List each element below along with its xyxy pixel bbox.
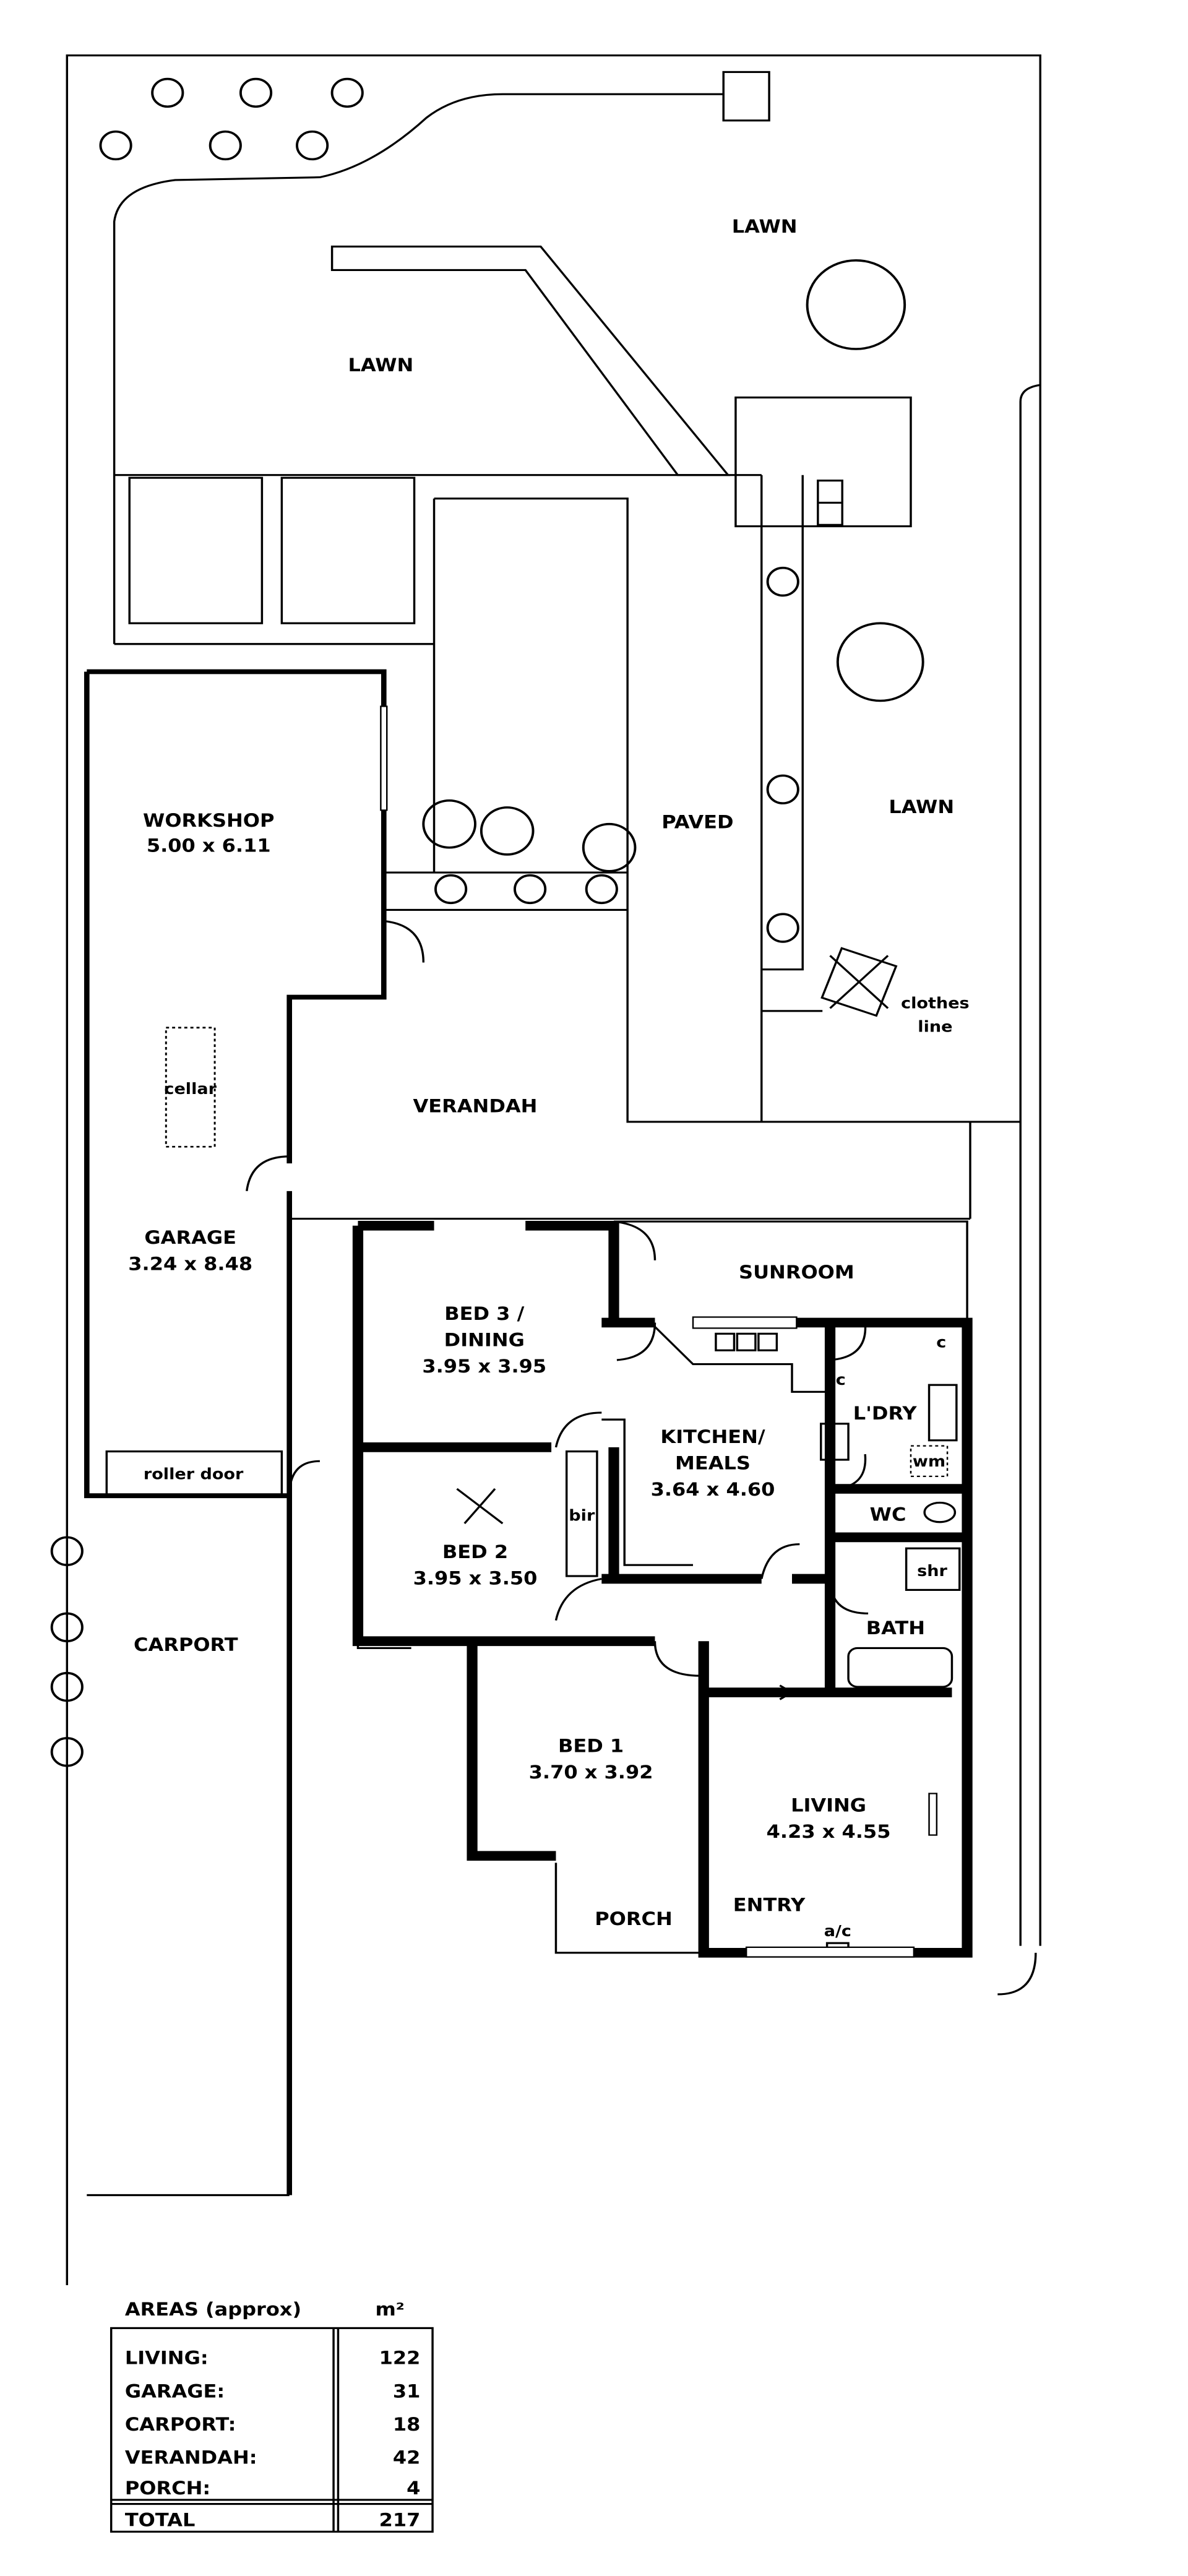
tree-icon xyxy=(766,774,799,804)
label-porch: PORCH xyxy=(595,1909,673,1929)
area-row-label: CARPORT: xyxy=(125,2414,236,2435)
ceiling-fan-icon xyxy=(456,1488,504,1525)
tree-icon xyxy=(239,77,273,108)
area-row-label: LIVING: xyxy=(125,2348,209,2369)
tree-icon xyxy=(296,130,329,161)
label-garage-dims: 3.24 x 8.48 xyxy=(128,1254,252,1275)
tree-icons xyxy=(50,77,924,1767)
house xyxy=(288,1220,1037,1996)
label-verandah: VERANDAH xyxy=(413,1096,538,1117)
areas-title: AREAS (approx) xyxy=(125,2300,301,2320)
tree-icon xyxy=(330,77,364,108)
tree-icon xyxy=(585,874,618,905)
label-workshop-dims: 5.00 x 6.11 xyxy=(147,836,271,856)
label-lawn: LAWN xyxy=(732,217,798,237)
tree-icon xyxy=(836,622,924,702)
garden-bed xyxy=(280,476,416,624)
tree-icon xyxy=(99,130,132,161)
label-bir: bir xyxy=(569,1507,595,1525)
label-bed3: DINING xyxy=(444,1330,525,1351)
garden-bed xyxy=(128,476,264,624)
label-lawn: LAWN xyxy=(348,355,413,376)
label-kitchen-dims: 3.64 x 4.60 xyxy=(651,1480,775,1501)
label-washing-machine: wm xyxy=(913,1453,945,1471)
area-row-label: GARAGE: xyxy=(125,2382,225,2402)
tree-icon xyxy=(50,1612,84,1643)
tree-icon xyxy=(209,130,242,161)
toilet-icon xyxy=(923,1501,957,1523)
tree-icon xyxy=(806,259,906,350)
area-row-value: 4 xyxy=(407,2478,420,2499)
label-bath: BATH xyxy=(866,1618,925,1639)
garden-path xyxy=(330,245,731,476)
label-aircon: a/c xyxy=(824,1923,851,1941)
label-bed2: BED 2 xyxy=(442,1542,508,1562)
area-row-value: 42 xyxy=(393,2448,421,2468)
garden-shed xyxy=(722,71,770,122)
label-workshop: WORKSHOP xyxy=(143,811,274,832)
label-wc: WC xyxy=(870,1505,906,1525)
label-lawn: LAWN xyxy=(889,797,954,817)
label-bed1: BED 1 xyxy=(558,1736,624,1757)
label-living: LIVING xyxy=(791,1796,866,1816)
area-row-label: VERANDAH: xyxy=(125,2448,257,2468)
areas-unit: m² xyxy=(375,2300,404,2320)
area-total-value: 217 xyxy=(379,2510,421,2531)
label-kitchen: KITCHEN/ xyxy=(660,1427,765,1447)
room-labels: LAWN LAWN LAWN PAVED WORKSHOP 5.00 x 6.1… xyxy=(128,217,969,1940)
area-row-label: PORCH: xyxy=(125,2478,210,2499)
areas-table: AREAS (approx) m² LIVING: 122 GARAGE: 31… xyxy=(110,2300,434,2533)
paved-pad xyxy=(734,396,912,528)
label-paved: PAVED xyxy=(661,812,733,833)
area-row-value: 18 xyxy=(393,2414,421,2435)
tree-icon xyxy=(50,1737,84,1767)
roller-door xyxy=(105,1450,283,1497)
label-kitchen: MEALS xyxy=(675,1454,751,1474)
cellar-outline xyxy=(165,1027,216,1148)
label-garage: GARAGE xyxy=(144,1228,236,1248)
bathtub-icon xyxy=(847,1647,953,1688)
label-laundry: L'DRY xyxy=(853,1403,918,1424)
label-bed3: BED 3 / xyxy=(444,1304,525,1324)
site-boundary xyxy=(66,54,1041,2285)
tree-icon xyxy=(514,874,547,905)
tree-icon xyxy=(50,1536,84,1566)
label-cupboard: c xyxy=(936,1334,946,1352)
label-bed1-dims: 3.70 x 3.92 xyxy=(529,1762,653,1783)
label-carport: CARPORT xyxy=(134,1635,238,1655)
label-living-dims: 4.23 x 4.55 xyxy=(767,1822,891,1842)
tree-icon xyxy=(480,806,535,856)
tree-icon xyxy=(50,1671,84,1702)
tree-icon xyxy=(434,874,468,905)
label-bed3-dims: 3.95 x 3.95 xyxy=(422,1356,546,1377)
tree-icon xyxy=(422,799,476,849)
workshop-garage xyxy=(84,669,425,2197)
built-in-robe xyxy=(565,1450,598,1577)
tree-icon xyxy=(766,566,799,597)
label-entry: ENTRY xyxy=(733,1895,806,1916)
tree-icon xyxy=(766,913,799,943)
clothes-line-icon xyxy=(820,947,898,1017)
label-cellar: cellar xyxy=(164,1080,217,1098)
label-clothes-line: line xyxy=(918,1019,952,1036)
label-clothes-line: clothes xyxy=(901,995,970,1013)
area-row-value: 31 xyxy=(393,2382,421,2402)
label-bed2-dims: 3.95 x 3.50 xyxy=(413,1569,538,1589)
label-roller-door: roller door xyxy=(144,1465,244,1483)
arrow-icon xyxy=(731,1684,794,1700)
area-total-label: TOTAL xyxy=(125,2510,196,2531)
garden xyxy=(50,71,1021,1767)
cooktop-icon xyxy=(820,1423,850,1461)
label-sunroom: SUNROOM xyxy=(739,1262,854,1283)
label-cupboard: c xyxy=(836,1371,846,1389)
laundry-tub-icon xyxy=(928,1384,958,1442)
tree-icon xyxy=(582,822,637,872)
tree-icon xyxy=(151,77,184,108)
label-shower: shr xyxy=(917,1562,947,1580)
area-row-value: 122 xyxy=(379,2348,421,2369)
